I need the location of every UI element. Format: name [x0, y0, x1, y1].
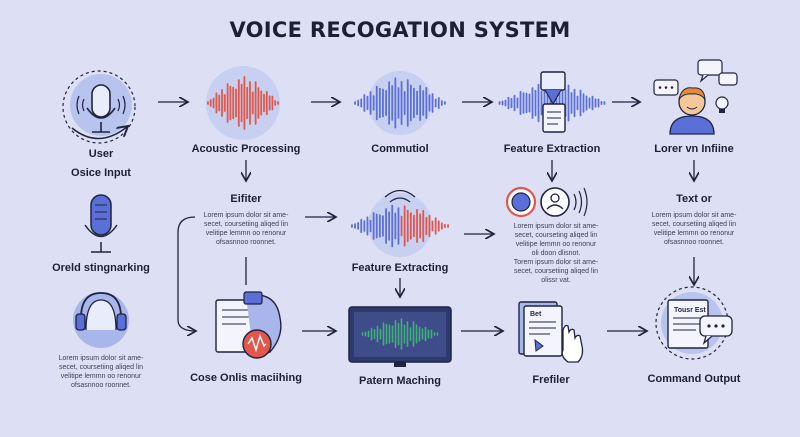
paragraph-text-or: Lorem ipsum dolor sit ame-secet, courset…	[651, 212, 737, 246]
acoustic-waveform-icon	[206, 66, 280, 140]
doc-tousr-label: Tousr Est	[674, 307, 706, 314]
commutiol-waveform-icon	[354, 71, 446, 135]
label-commutiol: Commutiol	[371, 143, 429, 155]
label-frefiler: Frefiler	[532, 374, 570, 386]
monitor-waveform-icon	[348, 306, 452, 367]
label-text-or: Text or	[676, 193, 712, 205]
label-user: User	[88, 148, 114, 160]
doc-bet-label: Bet	[530, 311, 542, 318]
document-hand-icon: Bet	[518, 301, 584, 363]
paragraph-bottom-left: Lorem ipsum dolor sit ame-secet, courset…	[58, 355, 144, 389]
connector-eifiter-bottom	[177, 216, 196, 331]
document-analysis-icon	[215, 291, 282, 359]
user-microphone-icon	[62, 70, 136, 144]
label-eifiter: Eifiter	[230, 193, 262, 205]
label-oreld-stingnarking: Oreld stingnarking	[52, 262, 150, 274]
command-output-icon: Tousr Est	[655, 286, 733, 360]
page-title: VOICE RECOGATION SYSTEM	[229, 18, 571, 42]
label-lorem-infiine: Lorer vn Infiine	[654, 143, 734, 155]
label-feature-extraction: Feature Extraction	[503, 143, 601, 155]
label-command-output: Command Output	[647, 373, 741, 385]
paragraph-feature-b: Torem ipsum dolor sit ame-secet, courset…	[513, 259, 599, 284]
paragraph-feature-a: Lorem ipsum dolor sit ame-secet, courset…	[513, 223, 599, 257]
person-speaking-icon	[653, 59, 738, 135]
feature-extracting-waveform-icon	[351, 189, 449, 257]
label-voice-input: Osice Input	[71, 167, 131, 179]
label-feature-extracting: Feature Extracting	[351, 262, 449, 274]
feature-extraction-icon	[498, 71, 606, 133]
microphone-icon	[84, 194, 118, 253]
profile-circles-icon	[505, 186, 588, 218]
paragraph-eifiter: Lorem ipsum dolor sit ame-secet, courset…	[203, 212, 289, 246]
label-cose-onlis: Cose Onlis maciihing	[190, 372, 302, 384]
label-patern-maching: Patern Maching	[359, 375, 441, 387]
label-acoustic-processing: Acoustic Processing	[191, 143, 301, 155]
listener-headphones-icon	[73, 292, 129, 348]
